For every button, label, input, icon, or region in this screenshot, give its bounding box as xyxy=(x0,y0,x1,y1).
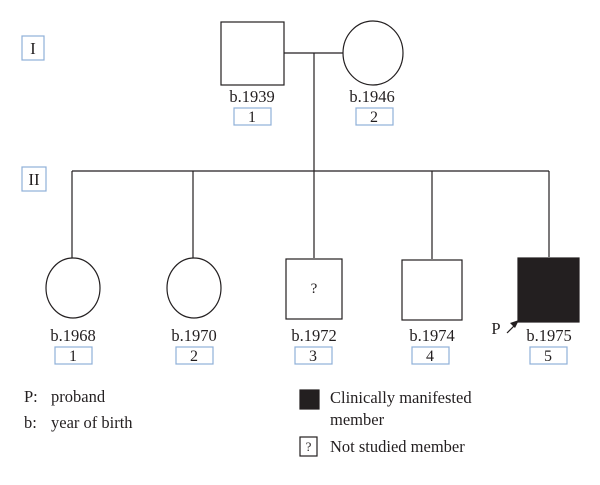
legend-affected-line1: Clinically manifested xyxy=(330,388,472,407)
child-3-number-box xyxy=(294,346,333,365)
generation-ii-label: II xyxy=(28,170,40,189)
child-3-male-symbol xyxy=(285,258,343,320)
mother-symbol xyxy=(342,20,404,86)
child-1-number: 1 xyxy=(69,348,77,365)
child-5-birth-label: b.1975 xyxy=(526,326,571,345)
generation-ii-box xyxy=(21,166,47,192)
legend-affected-swatch xyxy=(299,389,320,410)
child-5-affected-male-symbol xyxy=(517,257,580,323)
mother-number-box xyxy=(355,107,394,126)
father-symbol xyxy=(220,21,285,86)
legend-not-studied-text: Not studied member xyxy=(330,437,465,456)
child-4-number-box xyxy=(411,346,450,365)
father-number: 1 xyxy=(248,109,256,126)
child-2-birth-label: b.1970 xyxy=(171,326,216,345)
legend-not-studied-mark: ? xyxy=(306,439,312,454)
father-birth-label: b.1939 xyxy=(229,87,274,106)
child-3-birth-label: b.1972 xyxy=(291,326,336,345)
generation-i-box xyxy=(21,35,45,61)
child-4-male-symbol xyxy=(401,259,463,321)
child-4-birth-label: b.1974 xyxy=(409,326,454,345)
child-2-number-box xyxy=(175,346,214,365)
proband-marker-label: P xyxy=(491,319,500,338)
mother-birth-label: b.1946 xyxy=(349,87,394,106)
child-3-number: 3 xyxy=(309,348,317,365)
child-1-birth-label: b.1968 xyxy=(50,326,95,345)
child-3-not-studied-mark: ? xyxy=(311,281,318,297)
child-2-number: 2 xyxy=(190,348,198,365)
mother-number: 2 xyxy=(370,109,378,126)
generation-i-label: I xyxy=(30,39,36,58)
legend-birth-text: year of birth xyxy=(51,413,133,432)
child-4-number: 4 xyxy=(426,348,434,365)
legend-proband-key: P: xyxy=(24,387,38,406)
legend-proband-text: proband xyxy=(51,387,106,406)
child-5-number-box xyxy=(529,346,568,365)
legend-affected-line2: member xyxy=(330,410,385,429)
proband-arrow-head xyxy=(510,320,519,328)
child-5-number: 5 xyxy=(544,348,552,365)
child-2-female-symbol xyxy=(166,257,222,319)
child-1-number-box xyxy=(54,346,93,365)
father-number-box xyxy=(233,107,272,126)
child-1-female-symbol xyxy=(45,257,101,319)
legend-birth-key: b: xyxy=(24,413,37,432)
legend-not-studied-swatch xyxy=(299,436,318,457)
